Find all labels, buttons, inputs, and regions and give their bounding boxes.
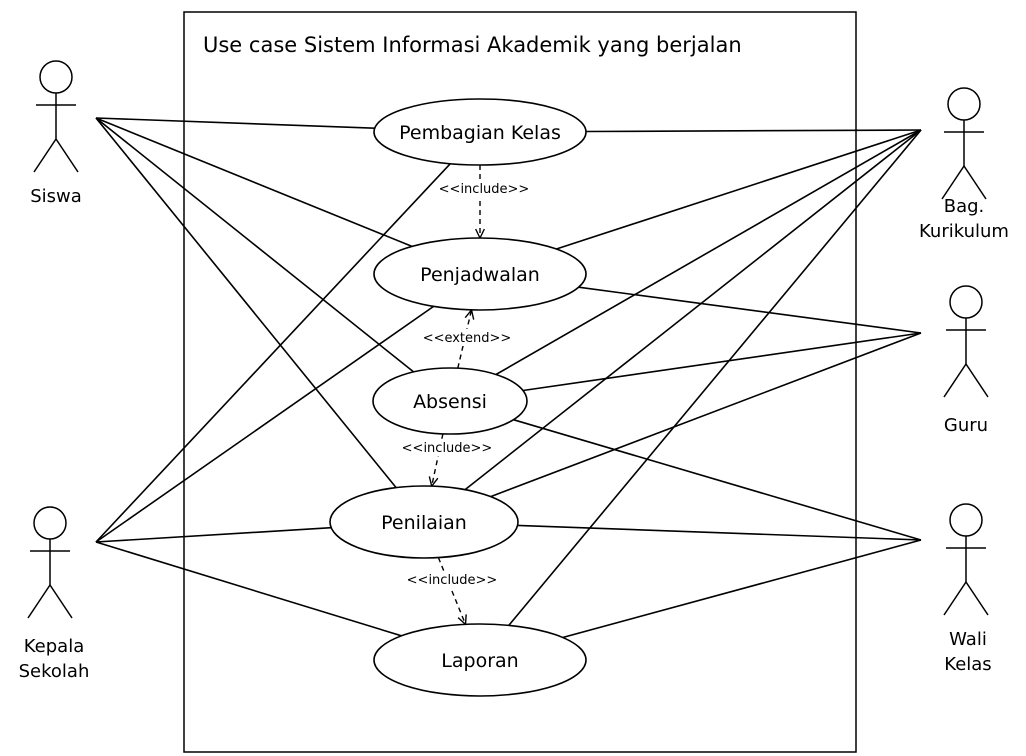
use-case-label: Penjadwalan <box>420 264 540 286</box>
stereotype-label: <<include>> <box>407 573 498 588</box>
dependency-line <box>437 557 467 625</box>
arrowhead <box>428 476 439 488</box>
use-case-label: Absensi <box>413 391 487 413</box>
use-case-pembagian-kelas: Pembagian Kelas <box>373 98 587 166</box>
use-case-penilaian: Penilaian <box>329 485 519 559</box>
stick-figure-icon <box>943 285 989 398</box>
system-title: Use case Sistem Informasi Akademik yang … <box>203 33 742 57</box>
stereotype-label: <<include>> <box>402 441 493 456</box>
stereotype-label: <<extend>> <box>423 331 512 346</box>
relation-penilaian-laporan: <<include>> <box>407 557 498 626</box>
arrowhead <box>457 614 467 626</box>
stick-figure-icon <box>943 503 989 616</box>
association-siswa-penilaian <box>95 117 397 489</box>
relation-pembagian-kelas-penjadwalan: <<include>> <box>439 165 530 240</box>
association-kepala-sekolah-laporan <box>95 541 402 637</box>
relation-absensi-penilaian: <<include>> <box>402 433 493 488</box>
actor-label: Bag. <box>944 196 985 217</box>
stick-figure-icon <box>941 87 987 200</box>
actor-guru: Guru <box>943 285 989 436</box>
actor-label: Kelas <box>944 654 991 675</box>
actor-label: Kepala <box>24 636 84 657</box>
stereotype-background <box>440 180 528 197</box>
stick-figure-icon <box>27 506 73 619</box>
use-case-ellipse <box>373 237 587 311</box>
actor-bag-kurikulum: Bag. Kurikulum <box>919 87 1009 242</box>
actor-label: Kurikulum <box>919 221 1009 242</box>
actor-siswa: Siswa <box>30 60 82 207</box>
association-bag-kurikulum-absensi <box>495 129 922 376</box>
association-siswa-absensi <box>95 117 415 373</box>
use-case-ellipse <box>373 623 587 697</box>
actor-label: Sekolah <box>19 661 90 682</box>
association-wali-kelas-laporan <box>562 539 922 639</box>
association-kepala-sekolah-penilaian <box>95 526 332 543</box>
use-case-ellipse <box>329 485 519 559</box>
association-kepala-sekolah-penjadwalan <box>95 305 435 543</box>
use-case-label: Laporan <box>441 650 518 672</box>
use-case-ellipse <box>373 98 587 166</box>
stereotype-background <box>403 439 491 456</box>
association-guru-penjadwalan <box>578 286 922 334</box>
association-kepala-sekolah-pembagian-kelas <box>95 163 451 543</box>
system-boundary <box>183 11 857 753</box>
association-bag-kurikulum-penilaian <box>464 129 922 491</box>
use-case-laporan: Laporan <box>373 623 587 697</box>
actors: SiswaKepalaSekolahBag.KurikulumGuruWaliK… <box>19 60 1009 682</box>
association-siswa-penjadwalan <box>95 117 413 248</box>
relation-absensi-penjadwalan: <<extend>> <box>423 308 512 369</box>
association-siswa-pembagian-kelas <box>95 117 375 129</box>
association-bag-kurikulum-laporan <box>508 129 922 626</box>
stereotype-background <box>408 571 496 588</box>
actor-label: Wali <box>949 629 987 650</box>
stereotype-background <box>427 329 507 346</box>
use-cases: Pembagian KelasPenjadwalanAbsensiPenilai… <box>329 98 587 697</box>
association-wali-kelas-absensi <box>513 418 922 541</box>
use-case-ellipse <box>372 367 528 435</box>
actor-label: Siswa <box>30 186 82 207</box>
association-wali-kelas-penilaian <box>517 524 922 541</box>
actor-label: Guru <box>944 415 988 436</box>
use-case-absensi: Absensi <box>372 367 528 435</box>
association-bag-kurikulum-pembagian-kelas <box>585 129 922 133</box>
use-case-relations: <<include>> <<extend>> <<include>> <<includ… <box>402 165 530 626</box>
association-guru-penilaian <box>490 332 922 498</box>
stick-figure-icon <box>33 60 79 173</box>
stereotype-label: <<include>> <box>439 182 530 197</box>
association-guru-absensi <box>522 332 922 392</box>
use-case-label: Pembagian Kelas <box>399 122 561 144</box>
use-case-penjadwalan: Penjadwalan <box>373 237 587 311</box>
association-lines <box>95 117 922 639</box>
arrowhead <box>464 308 475 320</box>
association-bag-kurikulum-penjadwalan <box>556 129 922 250</box>
use-case-label: Penilaian <box>381 512 467 534</box>
